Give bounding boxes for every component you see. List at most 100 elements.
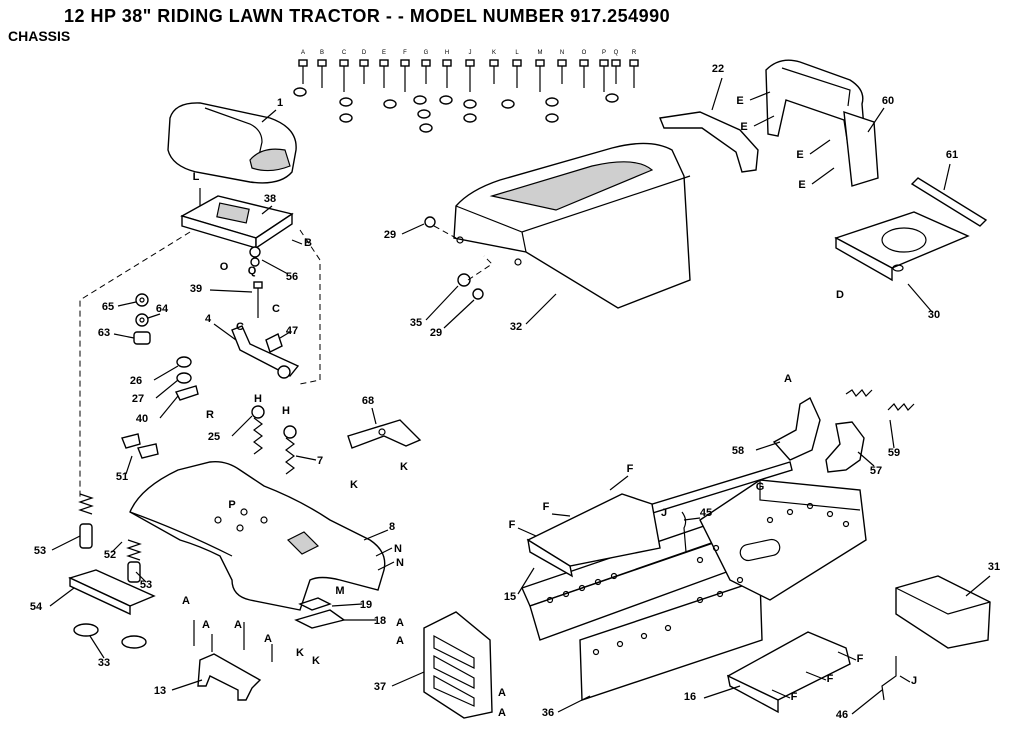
washer-65[interactable] [135, 293, 149, 307]
nut-6[interactable] [417, 109, 431, 119]
callout-c35: 35 [410, 317, 422, 329]
callout-c8: 8 [389, 521, 395, 533]
bracket-19[interactable] [298, 597, 332, 611]
leader-c53b [135, 571, 147, 583]
nut-12[interactable] [545, 97, 559, 107]
spring-56[interactable] [249, 246, 261, 267]
hardware-bolt-j[interactable] [465, 59, 475, 92]
knob-63[interactable] [133, 331, 151, 345]
leader-E4 [811, 167, 835, 185]
frame-hole [562, 590, 570, 598]
spring-7-left[interactable] [251, 405, 265, 455]
nut-35[interactable] [457, 273, 471, 287]
leader-c37 [391, 671, 425, 687]
clip-51[interactable] [121, 433, 159, 459]
seat-plate[interactable] [180, 195, 294, 250]
ref-letter-f1: F [627, 463, 634, 475]
callout-c57: 57 [870, 465, 882, 477]
nut-2[interactable] [339, 97, 353, 107]
hardware-bolt-q[interactable] [611, 59, 621, 84]
leader-J2 [899, 675, 911, 683]
nut-11[interactable] [501, 99, 515, 109]
hardware-bolt-d[interactable] [359, 59, 369, 84]
hardware-bolt-p[interactable] [599, 59, 609, 92]
hardware-bolt-e[interactable] [379, 59, 389, 88]
ref-letter-f3: F [509, 519, 516, 531]
hardware-bolt-r[interactable] [629, 59, 639, 88]
rear-cover-31[interactable] [895, 575, 991, 649]
bolt-39[interactable] [253, 281, 263, 318]
leader-c68 [371, 407, 377, 425]
nut-5[interactable] [413, 95, 427, 105]
hardware-bolt-c[interactable] [339, 59, 349, 92]
seat[interactable] [167, 102, 297, 184]
leader-c36 [557, 695, 591, 713]
washer-64[interactable] [135, 313, 149, 327]
screw-29[interactable] [424, 216, 436, 228]
nut-7[interactable] [419, 123, 433, 133]
frame-hole [546, 596, 554, 604]
nut-3[interactable] [339, 113, 353, 123]
callout-c52: 52 [104, 549, 116, 561]
leader-c25 [231, 415, 253, 437]
hardware-bolt-f[interactable] [400, 59, 410, 92]
bracket-57[interactable] [825, 421, 865, 473]
bracket-58[interactable] [772, 396, 821, 461]
clip-40[interactable] [175, 385, 199, 401]
panel-37[interactable] [423, 611, 493, 719]
ref-letter-f2: F [543, 501, 550, 513]
nut-26[interactable] [176, 356, 192, 368]
spring-52[interactable] [78, 493, 142, 561]
bracket-22[interactable] [659, 111, 759, 173]
nut-4[interactable] [383, 99, 397, 109]
nut-1[interactable] [293, 87, 307, 97]
hood-panel[interactable] [453, 142, 691, 309]
ref-letter-f5: F [827, 673, 834, 685]
seat-bracket-4[interactable] [231, 325, 300, 379]
hardware-bolt-g[interactable] [421, 59, 431, 84]
hardware-bolt-n[interactable] [557, 59, 567, 84]
hardware-bolt-m[interactable] [535, 59, 545, 92]
ref-letter-a3: A [234, 619, 242, 631]
hardware-bolt-k[interactable] [489, 59, 499, 84]
callout-c32: 32 [510, 321, 522, 333]
bracket-13[interactable] [197, 653, 262, 701]
hardware-bolt-b[interactable] [317, 59, 327, 88]
nut-14[interactable] [605, 93, 619, 103]
screw-29b[interactable] [472, 288, 484, 300]
strip-61[interactable] [910, 177, 988, 227]
hardware-bolt-a[interactable] [298, 59, 308, 84]
spring-7-right[interactable] [283, 425, 297, 475]
callout-c31: 31 [988, 561, 1000, 573]
floor-plate-30[interactable] [834, 211, 970, 282]
plate-54[interactable] [68, 569, 156, 616]
leader-F6 [771, 689, 791, 699]
leader-c1 [261, 109, 277, 123]
callout-c54: 54 [30, 601, 43, 613]
console-60[interactable] [765, 59, 879, 187]
nut-8[interactable] [439, 95, 453, 105]
nut-10[interactable] [463, 113, 477, 123]
hardware-bolt-h[interactable] [442, 59, 452, 88]
spacer-53[interactable] [79, 523, 141, 583]
bumper-33[interactable] [73, 623, 147, 649]
nut-13[interactable] [545, 113, 559, 123]
ref-letter-e3: E [796, 149, 803, 161]
rod-46[interactable] [881, 656, 897, 701]
hardware-bolt-l[interactable] [512, 59, 522, 88]
bracket-18[interactable] [294, 609, 346, 629]
callout-c27: 27 [132, 393, 144, 405]
bracket-68[interactable] [347, 419, 422, 449]
ref-letter-a6: A [396, 635, 404, 647]
clip-47[interactable] [265, 333, 283, 353]
washer-27[interactable] [176, 372, 192, 384]
rear-fender[interactable] [129, 460, 386, 611]
nut-9[interactable] [463, 99, 477, 109]
hardware-letter-h: H [445, 50, 449, 56]
frame-hole [766, 516, 774, 524]
rod-45[interactable] [681, 511, 687, 553]
spring-59[interactable] [845, 389, 915, 411]
hardware-bolt-o[interactable] [579, 59, 589, 88]
footrest-15[interactable] [526, 493, 661, 578]
